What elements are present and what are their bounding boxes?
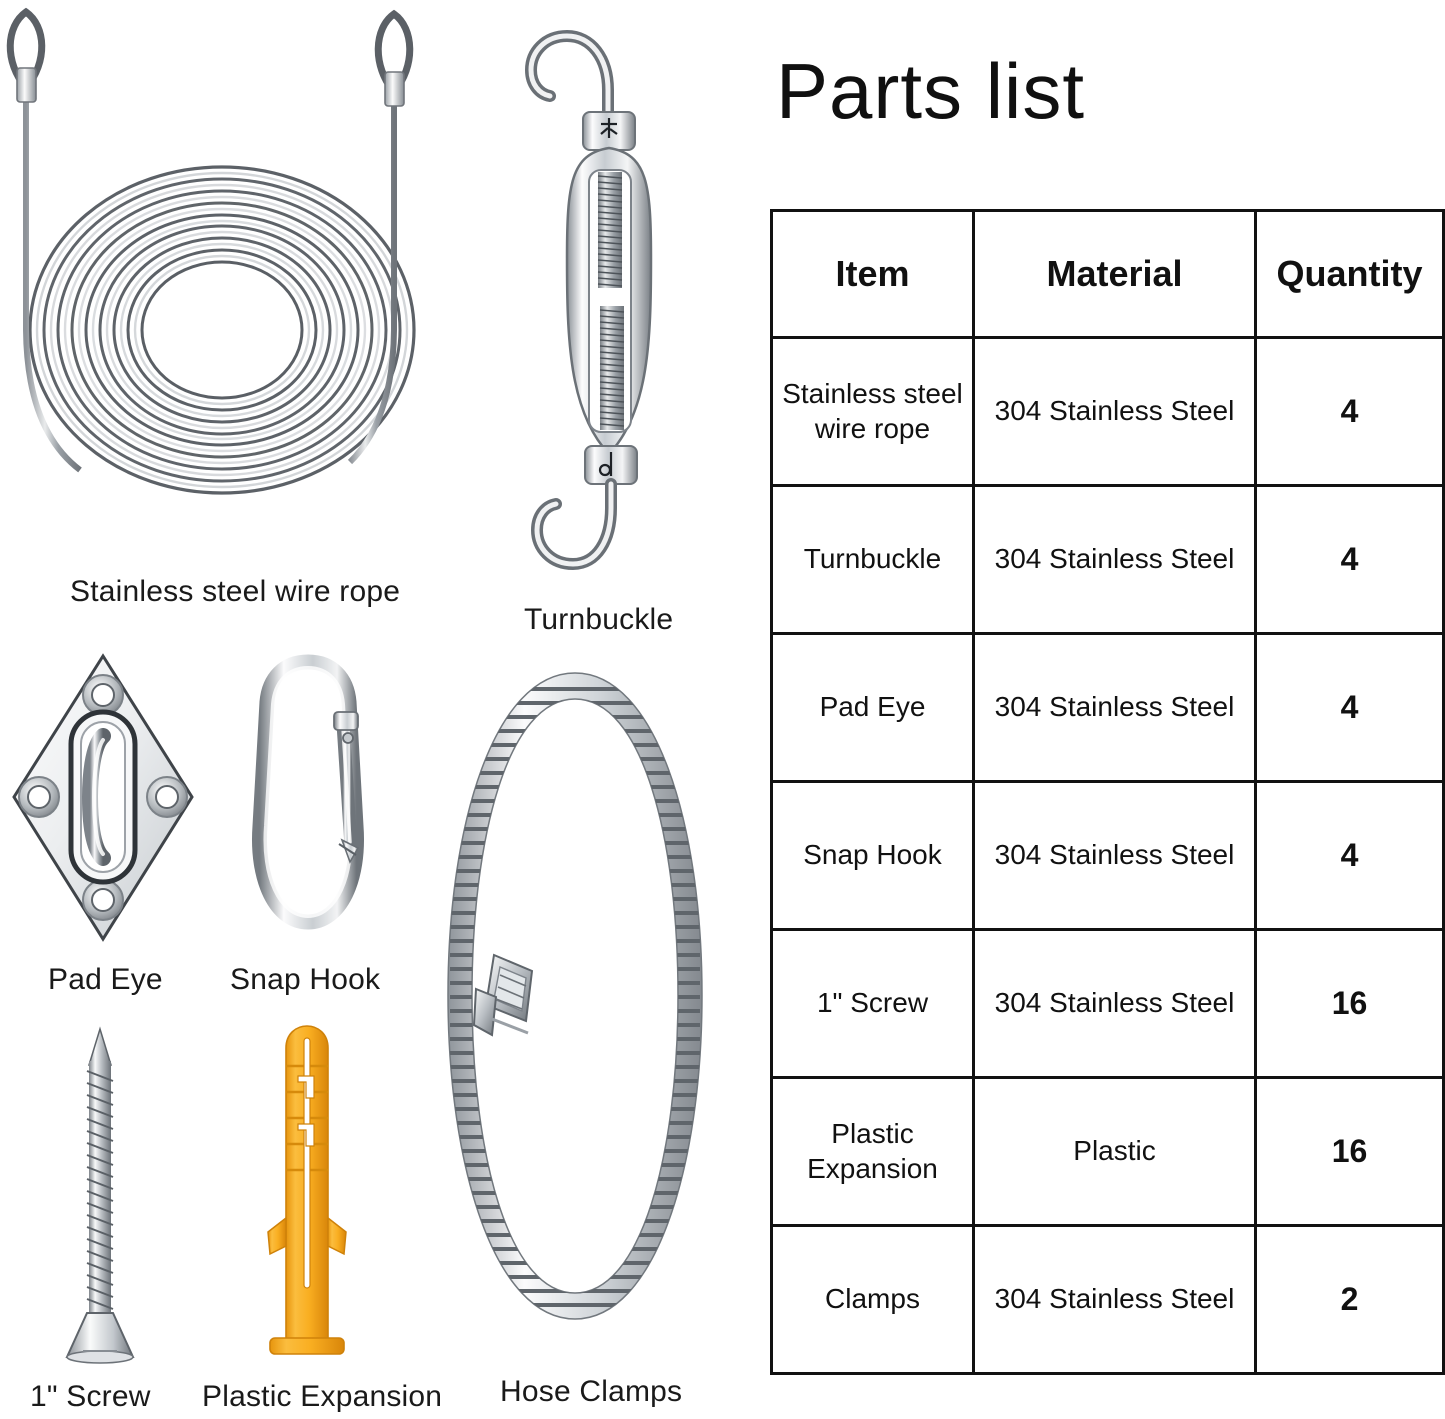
turnbuckle-upper-thread-lines [597, 175, 623, 287]
cell-item: Plastic Expansion [770, 1076, 975, 1227]
cell-material: 304 Stainless Steel [972, 1224, 1257, 1375]
wire-rope-caption: Stainless steel wire rope [70, 575, 401, 608]
turnbuckle-lower-thread-lines [599, 309, 625, 427]
turnbuckle-caption: Turnbuckle [524, 603, 674, 636]
pad-eye-mounting-holes [18, 674, 188, 921]
hose-clamps-caption: Hose Clamps [500, 1375, 683, 1408]
cell-quantity: 4 [1254, 632, 1445, 783]
column-header-material: Material [972, 209, 1257, 339]
cell-item: Stainless steel wire rope [770, 336, 975, 487]
screw-head-rim [66, 1350, 134, 1364]
cell-item: Snap Hook [770, 780, 975, 931]
rope-coil-rings [28, 165, 416, 495]
column-header-quantity: Quantity [1254, 209, 1445, 339]
hose-clamp-screw-housing [472, 953, 534, 1037]
page-title: Parts list [776, 47, 1086, 135]
cell-material: 304 Stainless Steel [972, 632, 1257, 783]
rope-right-tail [347, 88, 397, 465]
cell-item: 1" Screw [770, 928, 975, 1079]
screw-threads [86, 1070, 114, 1310]
cell-material: 304 Stainless Steel [972, 484, 1257, 635]
rope-left-ferrule [16, 67, 37, 103]
snap-hook-figure [238, 650, 378, 945]
cell-material: Plastic [972, 1076, 1257, 1227]
screw-caption: 1" Screw [30, 1380, 151, 1413]
cell-quantity: 4 [1254, 336, 1445, 487]
cell-quantity: 2 [1254, 1224, 1445, 1375]
hose-clamp-figure [430, 655, 720, 1355]
pad-eye-figure [8, 650, 198, 945]
snap-hook-hinge-collar [333, 711, 359, 731]
cell-item: Pad Eye [770, 632, 975, 783]
screw-tip [87, 1026, 113, 1066]
wire-rope-figure [0, 0, 440, 560]
rope-left-tail [23, 84, 82, 473]
cell-item: Clamps [770, 1224, 975, 1375]
cell-material: 304 Stainless Steel [972, 336, 1257, 487]
hose-clamp-housing-ridges [495, 974, 527, 1010]
turnbuckle-lower-thread [600, 306, 624, 430]
plastic-anchor-flange [269, 1337, 345, 1355]
plastic-expansion-figure [252, 1020, 362, 1365]
turnbuckle-figure [505, 8, 715, 593]
cell-item: Turnbuckle [770, 484, 975, 635]
snap-hook-body [251, 654, 365, 930]
cell-quantity: 4 [1254, 484, 1445, 635]
column-header-item: Item [770, 209, 975, 339]
cell-quantity: 16 [1254, 928, 1445, 1079]
table-header-row: Item Material Quantity [770, 209, 1445, 339]
turnbuckle-bottom-stamp [598, 452, 613, 477]
plastic-expansion-caption: Plastic Expansion [202, 1380, 443, 1413]
turnbuckle-top-stamp [600, 118, 618, 138]
pad-eye-caption: Pad Eye [48, 963, 163, 996]
plastic-anchor-windows [297, 1075, 315, 1147]
cell-material: 304 Stainless Steel [972, 928, 1257, 1079]
screw-shank [89, 1061, 111, 1313]
plastic-anchor-right-barb [327, 1216, 347, 1256]
snap-hook-caption: Snap Hook [230, 963, 381, 996]
plastic-anchor-left-barb [267, 1216, 287, 1256]
cell-quantity: 16 [1254, 1076, 1445, 1227]
cell-material: 304 Stainless Steel [972, 780, 1257, 931]
rope-right-loop [374, 9, 414, 98]
parts-table: Item Material Quantity Stainless steel w… [770, 209, 1445, 1375]
snap-hook-hinge-pin [342, 732, 354, 744]
screw-figure [45, 1025, 155, 1365]
pad-eye-loop [81, 728, 111, 866]
hose-clamp-band-end [491, 1017, 529, 1035]
rope-left-loop [6, 7, 46, 94]
plastic-anchor-split-slot [303, 1037, 311, 1289]
rope-right-ferrule [384, 71, 405, 107]
hose-clamp-screw-tail [472, 987, 498, 1037]
cell-quantity: 4 [1254, 780, 1445, 931]
